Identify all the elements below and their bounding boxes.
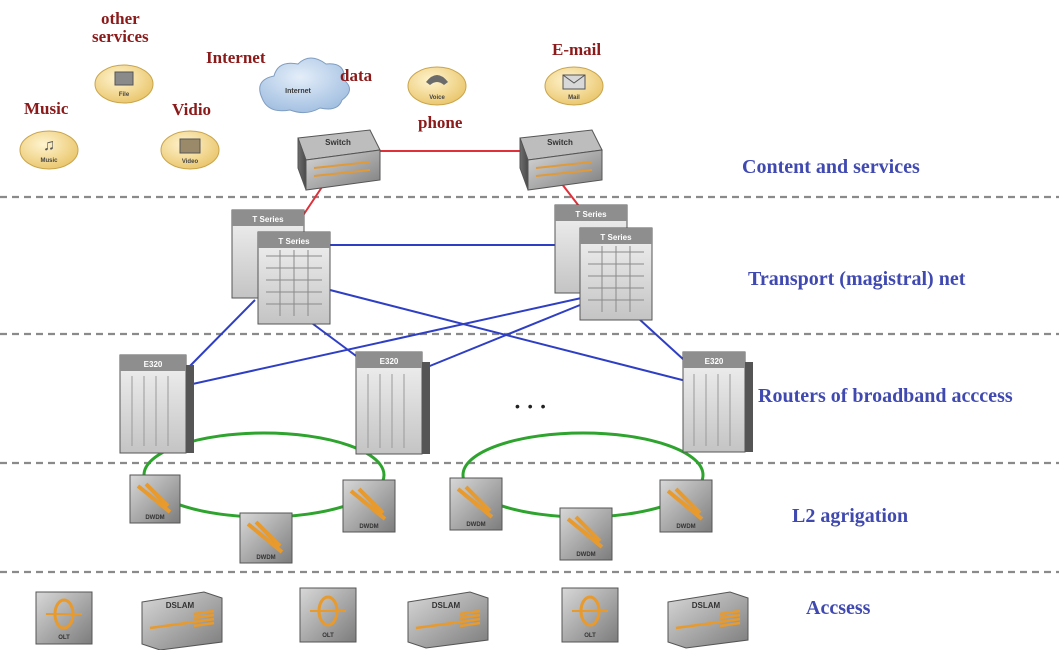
switch-device-left: Switch [297, 129, 381, 191]
file-service-icon: File [94, 64, 154, 104]
data-label: data [340, 66, 373, 85]
dwdm-label: DWDM [466, 522, 485, 528]
e320-router-right: E320 [682, 351, 753, 453]
layer-dividers [0, 195, 1059, 574]
olt-label: OLT [584, 633, 596, 639]
olt-label: OLT [322, 633, 334, 639]
music-label: Music [24, 99, 69, 118]
voice-service-icon: Voice [407, 66, 467, 106]
t-series-label: T Series [600, 233, 632, 242]
dwdm-label: DWDM [359, 524, 378, 530]
dwdm-label: DWDM [576, 552, 595, 558]
dwdm-switch: DWDM [342, 479, 396, 533]
link-blue [414, 302, 586, 373]
dslam-device: DSLAM [407, 591, 489, 649]
mail-icon-label: Mail [568, 95, 580, 101]
layer-label-content: Content and services [742, 156, 920, 178]
dwdm-label: DWDM [145, 515, 164, 521]
dwdm-switch: DWDM [239, 512, 293, 564]
dwdm-switch: DWDM [449, 477, 503, 531]
layer-label-transport: Transport (magistral) net [748, 268, 966, 290]
more-routers-ellipsis: • • • [515, 398, 548, 414]
dslam-label: DSLAM [692, 601, 721, 610]
e320-label: E320 [380, 357, 399, 366]
vidio-label: Vidio [172, 100, 212, 119]
internet-cloud-label: Internet [285, 88, 311, 95]
internet-label: Internet [206, 48, 266, 67]
dwdm-switch: DWDM [129, 474, 181, 524]
internet-cloud-icon: Internet [259, 57, 350, 114]
phone-label: phone [418, 113, 463, 132]
dwdm-label: DWDM [256, 555, 275, 561]
layer-label-access: Accsess [806, 597, 871, 619]
olt-label: OLT [58, 635, 70, 641]
video-icon-label: Video [182, 159, 199, 165]
e320-router-middle: E320 [355, 351, 430, 455]
dwdm-switch: DWDM [559, 507, 613, 561]
music-icon-label: Music [40, 158, 58, 164]
svg-text:♫: ♫ [43, 137, 55, 154]
mail-service-icon: Mail [544, 66, 604, 106]
switch-device-right: Switch [519, 129, 603, 191]
t-series-label: T Series [278, 237, 310, 246]
dslam-label: DSLAM [432, 601, 461, 610]
olt-device: OLT [299, 587, 357, 643]
other-services-label: other services [92, 9, 149, 46]
link-blue [329, 289, 691, 383]
link-blue [187, 299, 256, 369]
t-series-label: T Series [575, 210, 607, 219]
switch-right-label: Switch [547, 138, 573, 147]
dwdm-switch: DWDM [659, 479, 713, 533]
olt-device: OLT [35, 591, 93, 645]
file-icon-label: File [119, 92, 130, 98]
e320-label: E320 [144, 360, 163, 369]
e320-label: E320 [705, 357, 724, 366]
switch-left-label: Switch [325, 138, 351, 147]
e-mail-label: E-mail [552, 40, 602, 59]
layer-label-routers: Routers of broadband acccess [758, 385, 1013, 407]
dslam-label: DSLAM [166, 601, 195, 610]
voice-icon-label: Voice [429, 95, 445, 101]
layer-label-l2: L2 agrigation [792, 505, 909, 527]
video-service-icon: Video [160, 130, 220, 170]
olt-device: OLT [561, 587, 619, 643]
dslam-device: DSLAM [667, 591, 749, 649]
e320-router-left: E320 [119, 354, 194, 454]
t-series-label: T Series [252, 215, 284, 224]
music-service-icon: ♫ Music [19, 130, 79, 170]
dwdm-label: DWDM [676, 524, 695, 530]
t-series-router-left: T Series T Series [231, 209, 331, 325]
link-blue [187, 294, 596, 386]
t-series-router-right: T Series T Series [554, 204, 653, 321]
dslam-device: DSLAM [141, 591, 223, 650]
